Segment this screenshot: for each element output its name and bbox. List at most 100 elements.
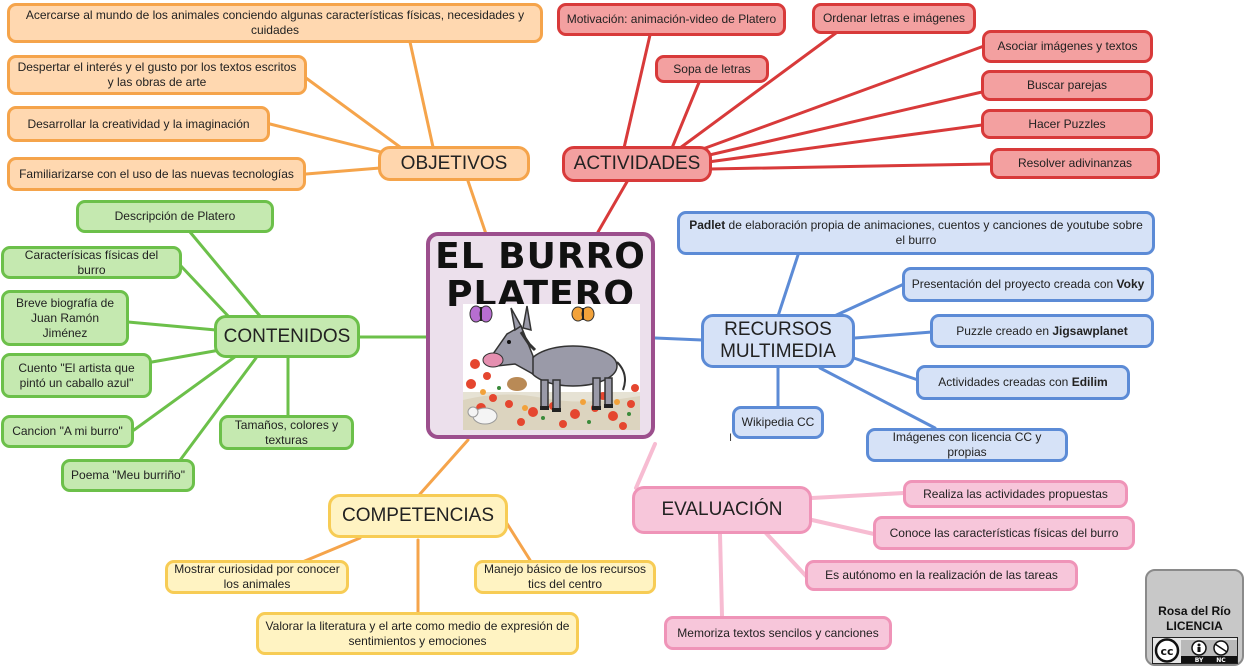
padlet-bold-text: Padlet: [689, 218, 726, 232]
evaluacion-label: Es autónomo en la realización de las tar…: [825, 568, 1058, 582]
contenido-label: Caracterísicas físicas del burro: [24, 247, 159, 277]
actividad-node[interactable]: Hacer Puzzles: [981, 109, 1153, 139]
voky-bold-text: Voky: [1116, 277, 1145, 291]
by-text: BY: [1195, 657, 1204, 663]
contenidos-hub[interactable]: CONTENIDOS: [214, 315, 360, 358]
cc-badge-graphic: cc BY NC: [1153, 638, 1237, 664]
actividad-label: Hacer Puzzles: [1028, 116, 1106, 131]
contenido-node[interactable]: Cuento "El artista que pintó un caballo …: [1, 353, 152, 398]
nc-text: NC: [1216, 657, 1226, 663]
objetivo-label: Acercarse al mundo de los animales conci…: [25, 8, 525, 37]
evaluacion-node[interactable]: Conoce las características físicas del b…: [873, 516, 1135, 550]
evaluacion-label: Realiza las actividades propuestas: [923, 486, 1108, 501]
recurso-padlet-label: Padlet de elaboración propia de animacio…: [686, 218, 1146, 248]
recursos-hub[interactable]: RECURSOS MULTIMEDIA: [701, 314, 855, 368]
objetivos-connectors: [268, 40, 488, 236]
license-author: Rosa del Río: [1158, 604, 1231, 618]
edilim-text: Actividades creadas con: [938, 375, 1072, 389]
stray-text-mark: I: [729, 432, 733, 444]
recursos-hub-label: RECURSOS MULTIMEDIA: [720, 319, 836, 362]
evaluacion-node[interactable]: Es autónomo en la realización de las tar…: [805, 560, 1078, 591]
evaluacion-hub-label: EVALUACIÓN: [661, 499, 783, 520]
recurso-imagenes-node[interactable]: Imágenes con licencia CC y propias: [866, 428, 1068, 462]
license-box: Rosa del Río LICENCIA cc BY NC: [1145, 569, 1244, 666]
actividades-hub-label: ACTIVIDADES: [573, 153, 701, 174]
actividad-node[interactable]: Ordenar letras e imágenes: [812, 3, 976, 34]
recurso-edilim-node[interactable]: Actividades creadas con Edilim: [916, 365, 1130, 400]
contenido-node[interactable]: Tamaños, colores y texturas: [219, 415, 354, 450]
competencia-node[interactable]: Mostrar curiosidad por conocer los anima…: [165, 560, 349, 594]
competencias-connectors: [298, 438, 532, 614]
recurso-voky-label: Presentación del proyecto creada con Vok…: [912, 277, 1145, 292]
central-title: EL BURRO PLATERO: [435, 236, 646, 315]
jigsaw-text: Puzzle creado en: [956, 323, 1053, 338]
contenido-node[interactable]: Caracterísicas físicas del burro: [1, 246, 182, 279]
evaluacion-node[interactable]: Memoriza textos sencilos y canciones: [664, 616, 892, 650]
actividad-node[interactable]: Motivación: animación-video de Platero: [557, 3, 786, 36]
contenido-node[interactable]: Descripción de Platero: [76, 200, 274, 233]
contenido-label: Breve biografía de Juan Ramón Jiménez: [15, 295, 115, 340]
recurso-jigsaw-label: Puzzle creado en Jigsawplanet: [956, 324, 1127, 339]
contenidos-hub-label: CONTENIDOS: [223, 325, 351, 347]
actividad-label: Motivación: animación-video de Platero: [566, 12, 777, 26]
imagenes-label: Imágenes con licencia CC y propias: [892, 430, 1042, 459]
objetivos-hub-label: OBJETIVOS: [400, 152, 508, 174]
license-label: LICENCIA: [1166, 619, 1223, 633]
voky-text: Presentación del proyecto creada con: [911, 277, 1117, 291]
actividad-node[interactable]: Buscar parejas: [981, 70, 1153, 101]
wikipedia-label: Wikipedia CC: [741, 415, 815, 429]
jigsaw-bold-text: Jigsawplanet: [1052, 323, 1128, 338]
competencias-hub[interactable]: COMPETENCIAS: [328, 494, 508, 538]
recurso-voky-node[interactable]: Presentación del proyecto creada con Vok…: [902, 267, 1154, 302]
competencia-node[interactable]: Manejo básico de los recursos tics del c…: [474, 560, 656, 594]
cc-mark: cc: [1160, 645, 1173, 658]
padlet-text: de elaboración propia de animaciones, cu…: [725, 218, 1143, 247]
cc-by-nc-badge[interactable]: cc BY NC: [1152, 637, 1238, 664]
objetivo-node[interactable]: Acercarse al mundo de los animales conci…: [7, 3, 543, 43]
actividad-node[interactable]: Resolver adivinanzas: [990, 148, 1160, 179]
contenido-node[interactable]: Breve biografía de Juan Ramón Jiménez: [1, 290, 129, 346]
actividad-label: Buscar parejas: [1026, 78, 1108, 92]
evaluacion-hub[interactable]: EVALUACIÓN: [632, 486, 812, 534]
objetivo-node[interactable]: Familiarizarse con el uso de las nuevas …: [7, 157, 306, 191]
objetivo-label: Despertar el interés y el gusto por los …: [17, 60, 297, 89]
actividad-node[interactable]: Asociar imágenes y textos: [982, 30, 1153, 63]
objetivo-node[interactable]: Despertar el interés y el gusto por los …: [7, 55, 307, 95]
donkey-illustration: [463, 304, 640, 430]
competencia-node[interactable]: Valorar la literatura y el arte como med…: [256, 612, 579, 655]
actividad-node[interactable]: Sopa de letras: [655, 55, 769, 83]
actividad-label: Asociar imágenes y textos: [997, 39, 1138, 53]
evaluacion-connectors: [634, 442, 906, 618]
contenidos-connectors: [126, 230, 428, 465]
competencia-label: Valorar la literatura y el arte como med…: [265, 618, 570, 648]
objetivos-hub[interactable]: OBJETIVOS: [378, 146, 530, 181]
by-person-icon: [1197, 643, 1201, 647]
contenido-node[interactable]: Cancion "A mi burro": [1, 415, 134, 448]
objetivo-label: Desarrollar la creatividad y la imaginac…: [27, 116, 250, 131]
central-topic[interactable]: EL BURRO PLATERO: [426, 232, 655, 439]
objetivo-node[interactable]: Desarrollar la creatividad y la imaginac…: [7, 106, 270, 142]
competencias-hub-label: COMPETENCIAS: [341, 505, 495, 526]
actividad-label: Ordenar letras e imágenes: [822, 11, 966, 25]
evaluacion-label: Memoriza textos sencilos y canciones: [677, 625, 879, 640]
recurso-wikipedia-node[interactable]: Wikipedia CC: [732, 406, 824, 439]
recurso-jigsaw-node[interactable]: Puzzle creado en Jigsawplanet: [930, 314, 1154, 348]
recurso-padlet-node[interactable]: Padlet de elaboración propia de animacio…: [677, 211, 1155, 255]
edilim-bold-text: Edilim: [1071, 375, 1108, 389]
contenido-label: Cancion "A mi burro": [12, 424, 123, 438]
actividad-label: Resolver adivinanzas: [1017, 156, 1133, 170]
contenido-node[interactable]: Poema "Meu burriño": [61, 459, 195, 492]
recurso-edilim-label: Actividades creadas con Edilim: [938, 375, 1107, 390]
objetivo-label: Familiarizarse con el uso de las nuevas …: [19, 166, 294, 181]
actividades-connectors: [596, 28, 992, 234]
competencia-label: Manejo básico de los recursos tics del c…: [483, 562, 647, 591]
competencia-label: Mostrar curiosidad por conocer los anima…: [174, 562, 340, 591]
recursos-connectors: [653, 253, 937, 430]
actividad-label: Sopa de letras: [673, 61, 751, 76]
evaluacion-node[interactable]: Realiza las actividades propuestas: [903, 480, 1128, 508]
contenido-label: Poema "Meu burriño": [71, 468, 185, 482]
contenido-label: Tamaños, colores y texturas: [234, 417, 339, 447]
actividades-hub[interactable]: ACTIVIDADES: [562, 146, 712, 182]
evaluacion-label: Conoce las características físicas del b…: [889, 525, 1119, 540]
